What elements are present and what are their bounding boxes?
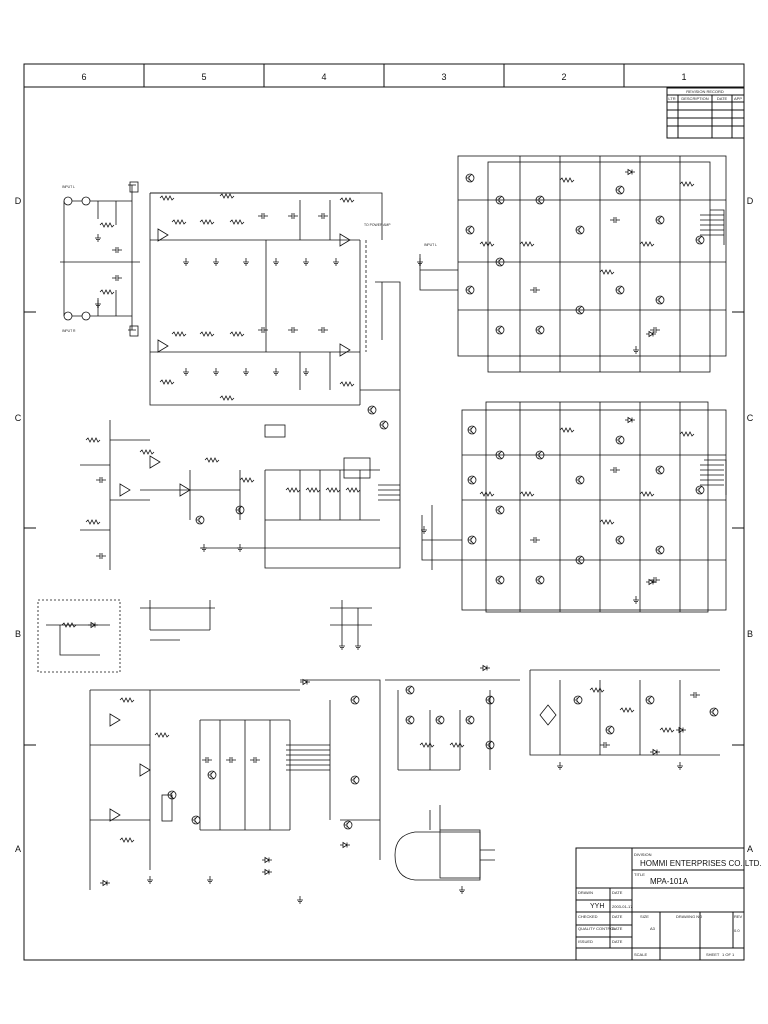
size-value: A3 (650, 926, 656, 931)
input-jack-icon (63, 196, 73, 206)
drawn-date: 2003-01-17 (612, 904, 633, 909)
row-markers: D C B A D C B A (15, 196, 754, 854)
row-marker-a-right: A (747, 844, 753, 854)
drawn-by: YYH (590, 903, 604, 910)
row-marker-b-left: B (15, 629, 21, 639)
quality-control-label: QUALITY CONTROL (578, 926, 616, 931)
company-name: HOMMI ENTERPRISES CO.,LTD. (640, 859, 762, 868)
company-label: DIVISION (634, 852, 652, 857)
row-marker-d-right: D (747, 196, 754, 206)
protection-circuits (37, 599, 372, 673)
issued-label: ISSUED (578, 939, 593, 944)
revision-header-description: DESCRIPTION (681, 96, 708, 101)
column-markers: 6 5 4 3 2 1 (81, 72, 686, 82)
column-marker-6: 6 (81, 72, 86, 82)
rev-value: 0.0 (734, 928, 740, 933)
svg-text:TO POWER AMP: TO POWER AMP (364, 223, 391, 227)
row-marker-d-left: D (15, 196, 22, 206)
svg-text:INPUT L: INPUT L (424, 243, 437, 247)
checked-label: CHECKED (578, 914, 598, 919)
checked-date-label: DATE (612, 914, 623, 919)
drawing-frame (23, 63, 745, 961)
revision-header-date: DATE (717, 96, 728, 101)
sheet-label: SHEET (706, 952, 720, 957)
input-jack-icon (81, 311, 91, 321)
power-supply-section (89, 679, 381, 904)
column-marker-5: 5 (201, 72, 206, 82)
column-marker-1: 1 (681, 72, 686, 82)
auxiliary-circuits (80, 405, 400, 570)
scale-label: SCALE (634, 952, 647, 957)
svg-text:INPUT R: INPUT R (62, 329, 76, 333)
revision-title: REVISION RECORD (686, 89, 724, 94)
power-amp-channel-2 (420, 401, 727, 613)
title-label: TITLE (634, 872, 645, 877)
drawn-date-label: DATE (612, 890, 623, 895)
column-marker-3: 3 (441, 72, 446, 82)
input-jack-icon (63, 311, 73, 321)
revision-block: REVISION RECORD LTR DESCRIPTION DATE APP (666, 87, 745, 139)
power-amp-channel-1: INPUT L (416, 155, 727, 373)
row-marker-c-right: C (747, 413, 754, 423)
drawn-label: DRAWN (578, 890, 593, 895)
revision-header-app: APP (734, 96, 742, 101)
title-block: DIVISION HOMMI ENTERPRISES CO.,LTD. TITL… (575, 847, 762, 961)
row-marker-c-left: C (15, 413, 22, 423)
quality-date-label: DATE (612, 926, 623, 931)
sheet-value: 1 OF 1 (722, 952, 735, 957)
input-jack-icon (81, 196, 91, 206)
column-marker-2: 2 (561, 72, 566, 82)
drawing-no-label: DRAWING NO (676, 914, 702, 919)
regulator-section (385, 665, 520, 894)
rev-label: REV (734, 914, 743, 919)
row-marker-b-right: B (747, 629, 753, 639)
input-tone-section: INPUT L INPUT R TO POWER AMP (60, 181, 401, 569)
size-label: SIZE (640, 914, 649, 919)
drawing-title: MPA-101A (650, 877, 689, 886)
svg-text:INPUT L: INPUT L (62, 185, 75, 189)
speaker-protection-section (529, 669, 720, 770)
issued-date-label: DATE (612, 939, 623, 944)
column-marker-4: 4 (321, 72, 326, 82)
revision-header-ltr: LTR (668, 96, 675, 101)
row-marker-a-left: A (15, 844, 21, 854)
